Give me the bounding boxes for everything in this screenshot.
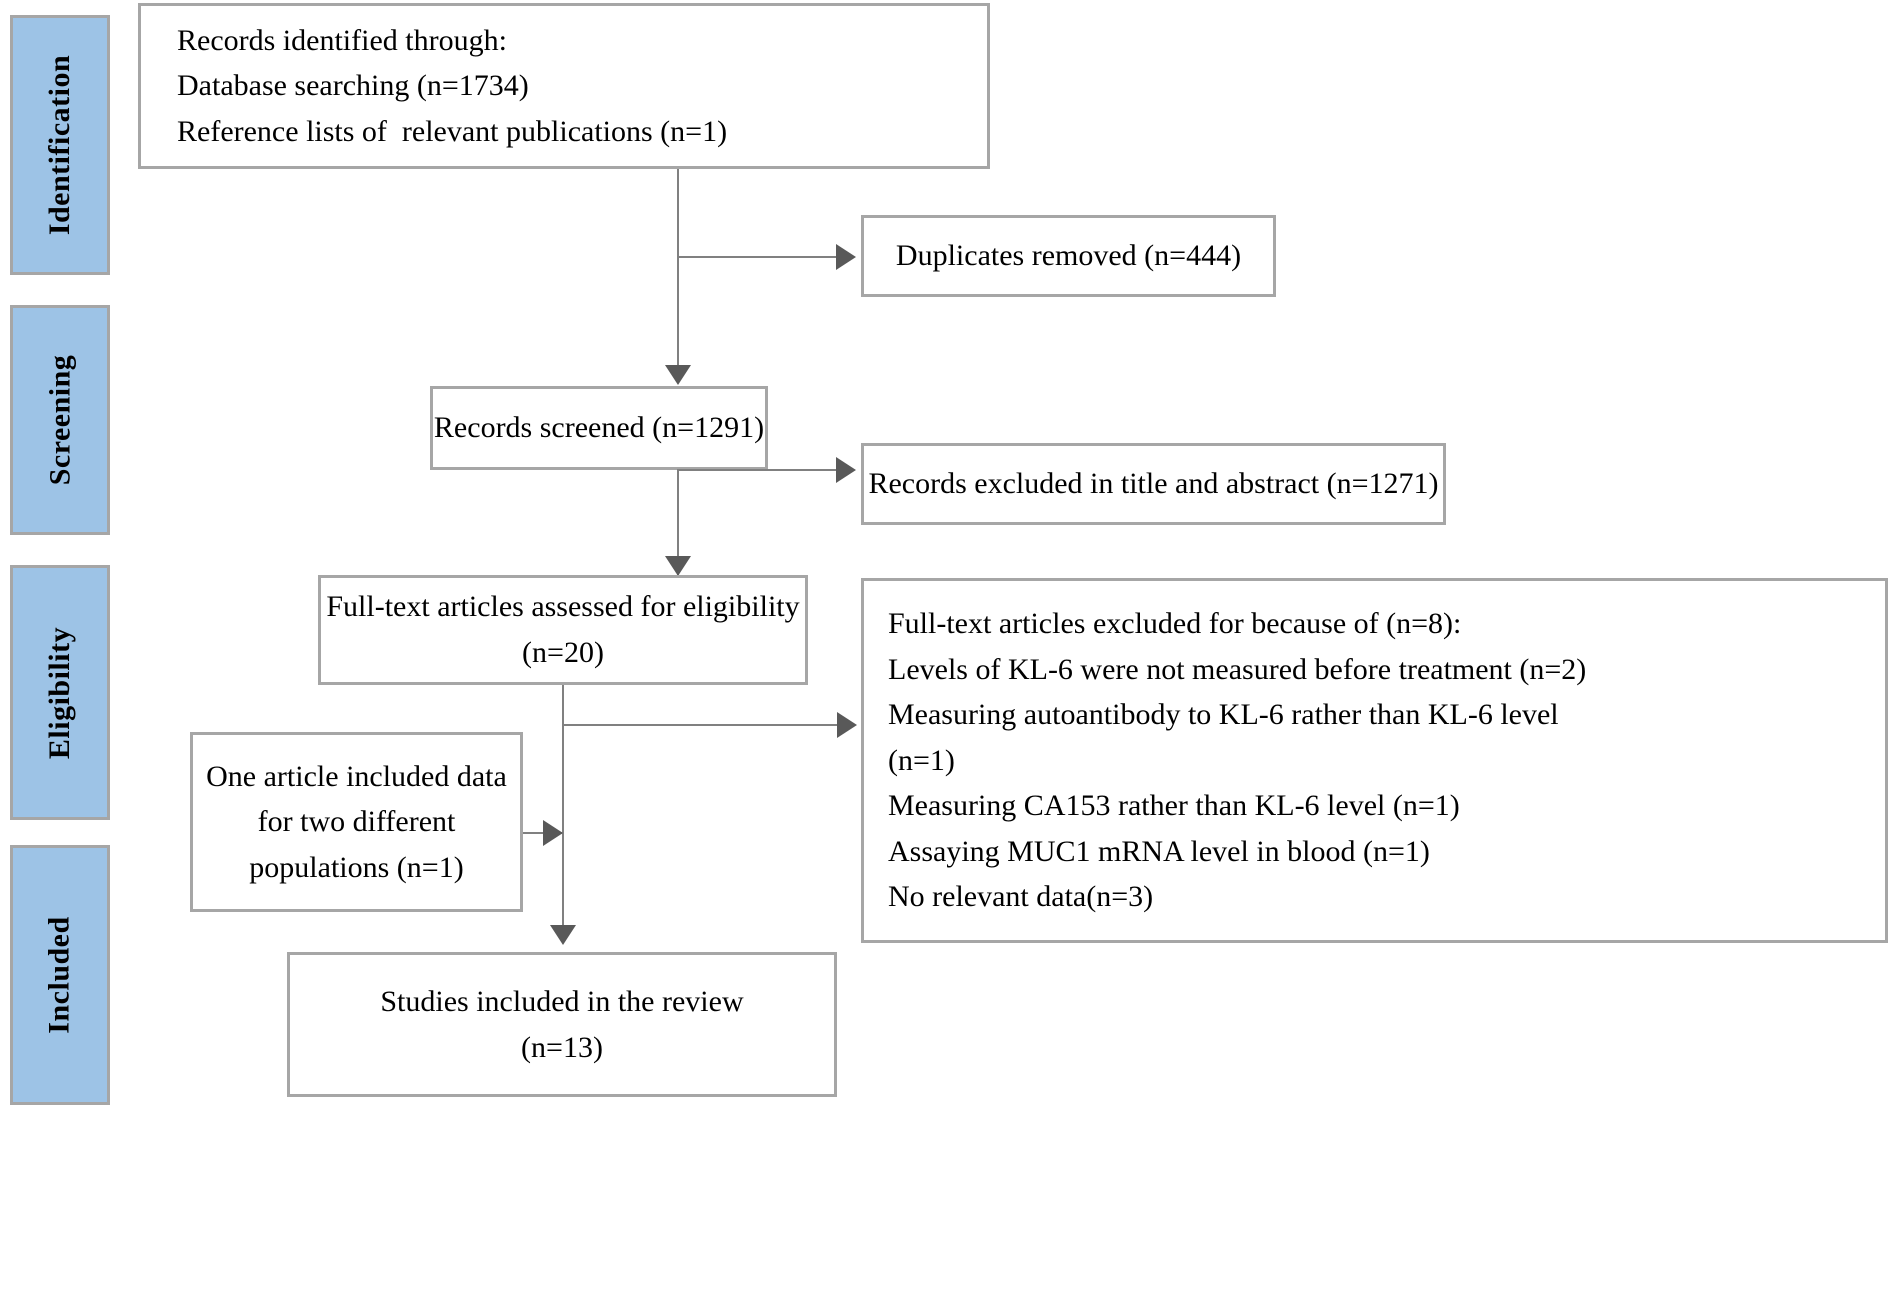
box-duplicates-removed: Duplicates removed (n=444): [861, 215, 1276, 297]
arrowhead-to-fulltext-excluded: [837, 712, 857, 738]
connector-screened-to-fulltext: [677, 470, 679, 575]
fulltext-excluded-line-4: (n=1): [888, 743, 955, 777]
box-one-article: One article included data for two differ…: [190, 732, 523, 912]
fulltext-excluded-line-7: No relevant data(n=3): [888, 880, 1154, 914]
stage-label-screening: Screening: [43, 354, 77, 486]
stage-box-included: Included: [10, 845, 110, 1105]
studies-included-line-1: Studies included in the review: [380, 984, 744, 1018]
stage-label-included: Included: [43, 916, 77, 1034]
box-records-screened: Records screened (n=1291): [430, 386, 768, 470]
box-records-identified: Records identified through: Database sea…: [138, 3, 990, 169]
stage-box-screening: Screening: [10, 305, 110, 535]
connector-identified-to-screened: [677, 169, 679, 367]
stage-label-identification: Identification: [43, 54, 76, 236]
box-fulltext-assessed: Full-text articles assessed for eligibil…: [318, 575, 808, 685]
fulltext-excluded-line-3: Measuring autoantibody to KL-6 rather th…: [888, 698, 1559, 732]
connector-to-records-excluded: [677, 469, 838, 471]
fulltext-assessed-line-2: (n=20): [522, 636, 604, 669]
arrowhead-screened-to-fulltext: [665, 556, 691, 576]
arrowhead-to-records-excluded: [836, 457, 856, 483]
fulltext-assessed-line-1: Full-text articles assessed for eligibil…: [326, 590, 800, 624]
one-article-line-2: for two different: [257, 805, 456, 839]
one-article-line-1: One article included data: [206, 759, 507, 793]
records-excluded-line-1: Records excluded in title and abstract (…: [868, 467, 1439, 501]
fulltext-excluded-line-1: Full-text articles excluded for because …: [888, 606, 1462, 640]
fulltext-excluded-line-5: Measuring CA153 rather than KL-6 level (…: [888, 789, 1460, 823]
duplicates-removed-line-1: Duplicates removed (n=444): [895, 239, 1242, 273]
connector-to-duplicates: [677, 256, 838, 258]
box-studies-included: Studies included in the review (n=13): [287, 952, 837, 1097]
box-fulltext-excluded: Full-text articles excluded for because …: [861, 578, 1888, 943]
connector-to-fulltext-excluded: [562, 724, 839, 726]
stage-box-identification: Identification: [10, 15, 110, 275]
arrowhead-fulltext-to-included: [550, 925, 576, 945]
records-identified-line-2: Database searching (n=1734): [177, 69, 529, 103]
arrowhead-one-article-to-spine: [543, 820, 563, 846]
arrowhead-to-duplicates: [836, 244, 856, 270]
arrowhead-identified-to-screened: [665, 365, 691, 385]
records-identified-line-1: Records identified through:: [177, 23, 507, 57]
studies-included-line-2: (n=13): [521, 1030, 603, 1064]
connector-one-article-to-spine: [523, 832, 562, 834]
stage-box-eligibility: Eligibility: [10, 565, 110, 820]
one-article-line-3: populations (n=1): [249, 850, 464, 884]
fulltext-excluded-line-6: Assaying MUC1 mRNA level in blood (n=1): [888, 834, 1430, 868]
fulltext-excluded-line-2: Levels of KL-6 were not measured before …: [888, 652, 1587, 686]
connector-fulltext-to-included: [562, 685, 564, 935]
records-screened-line-1: Records screened (n=1291): [433, 411, 765, 445]
box-records-excluded: Records excluded in title and abstract (…: [861, 443, 1446, 525]
stage-label-eligibility: Eligibility: [43, 626, 77, 759]
records-identified-line-3: Reference lists of relevant publications…: [177, 114, 728, 148]
